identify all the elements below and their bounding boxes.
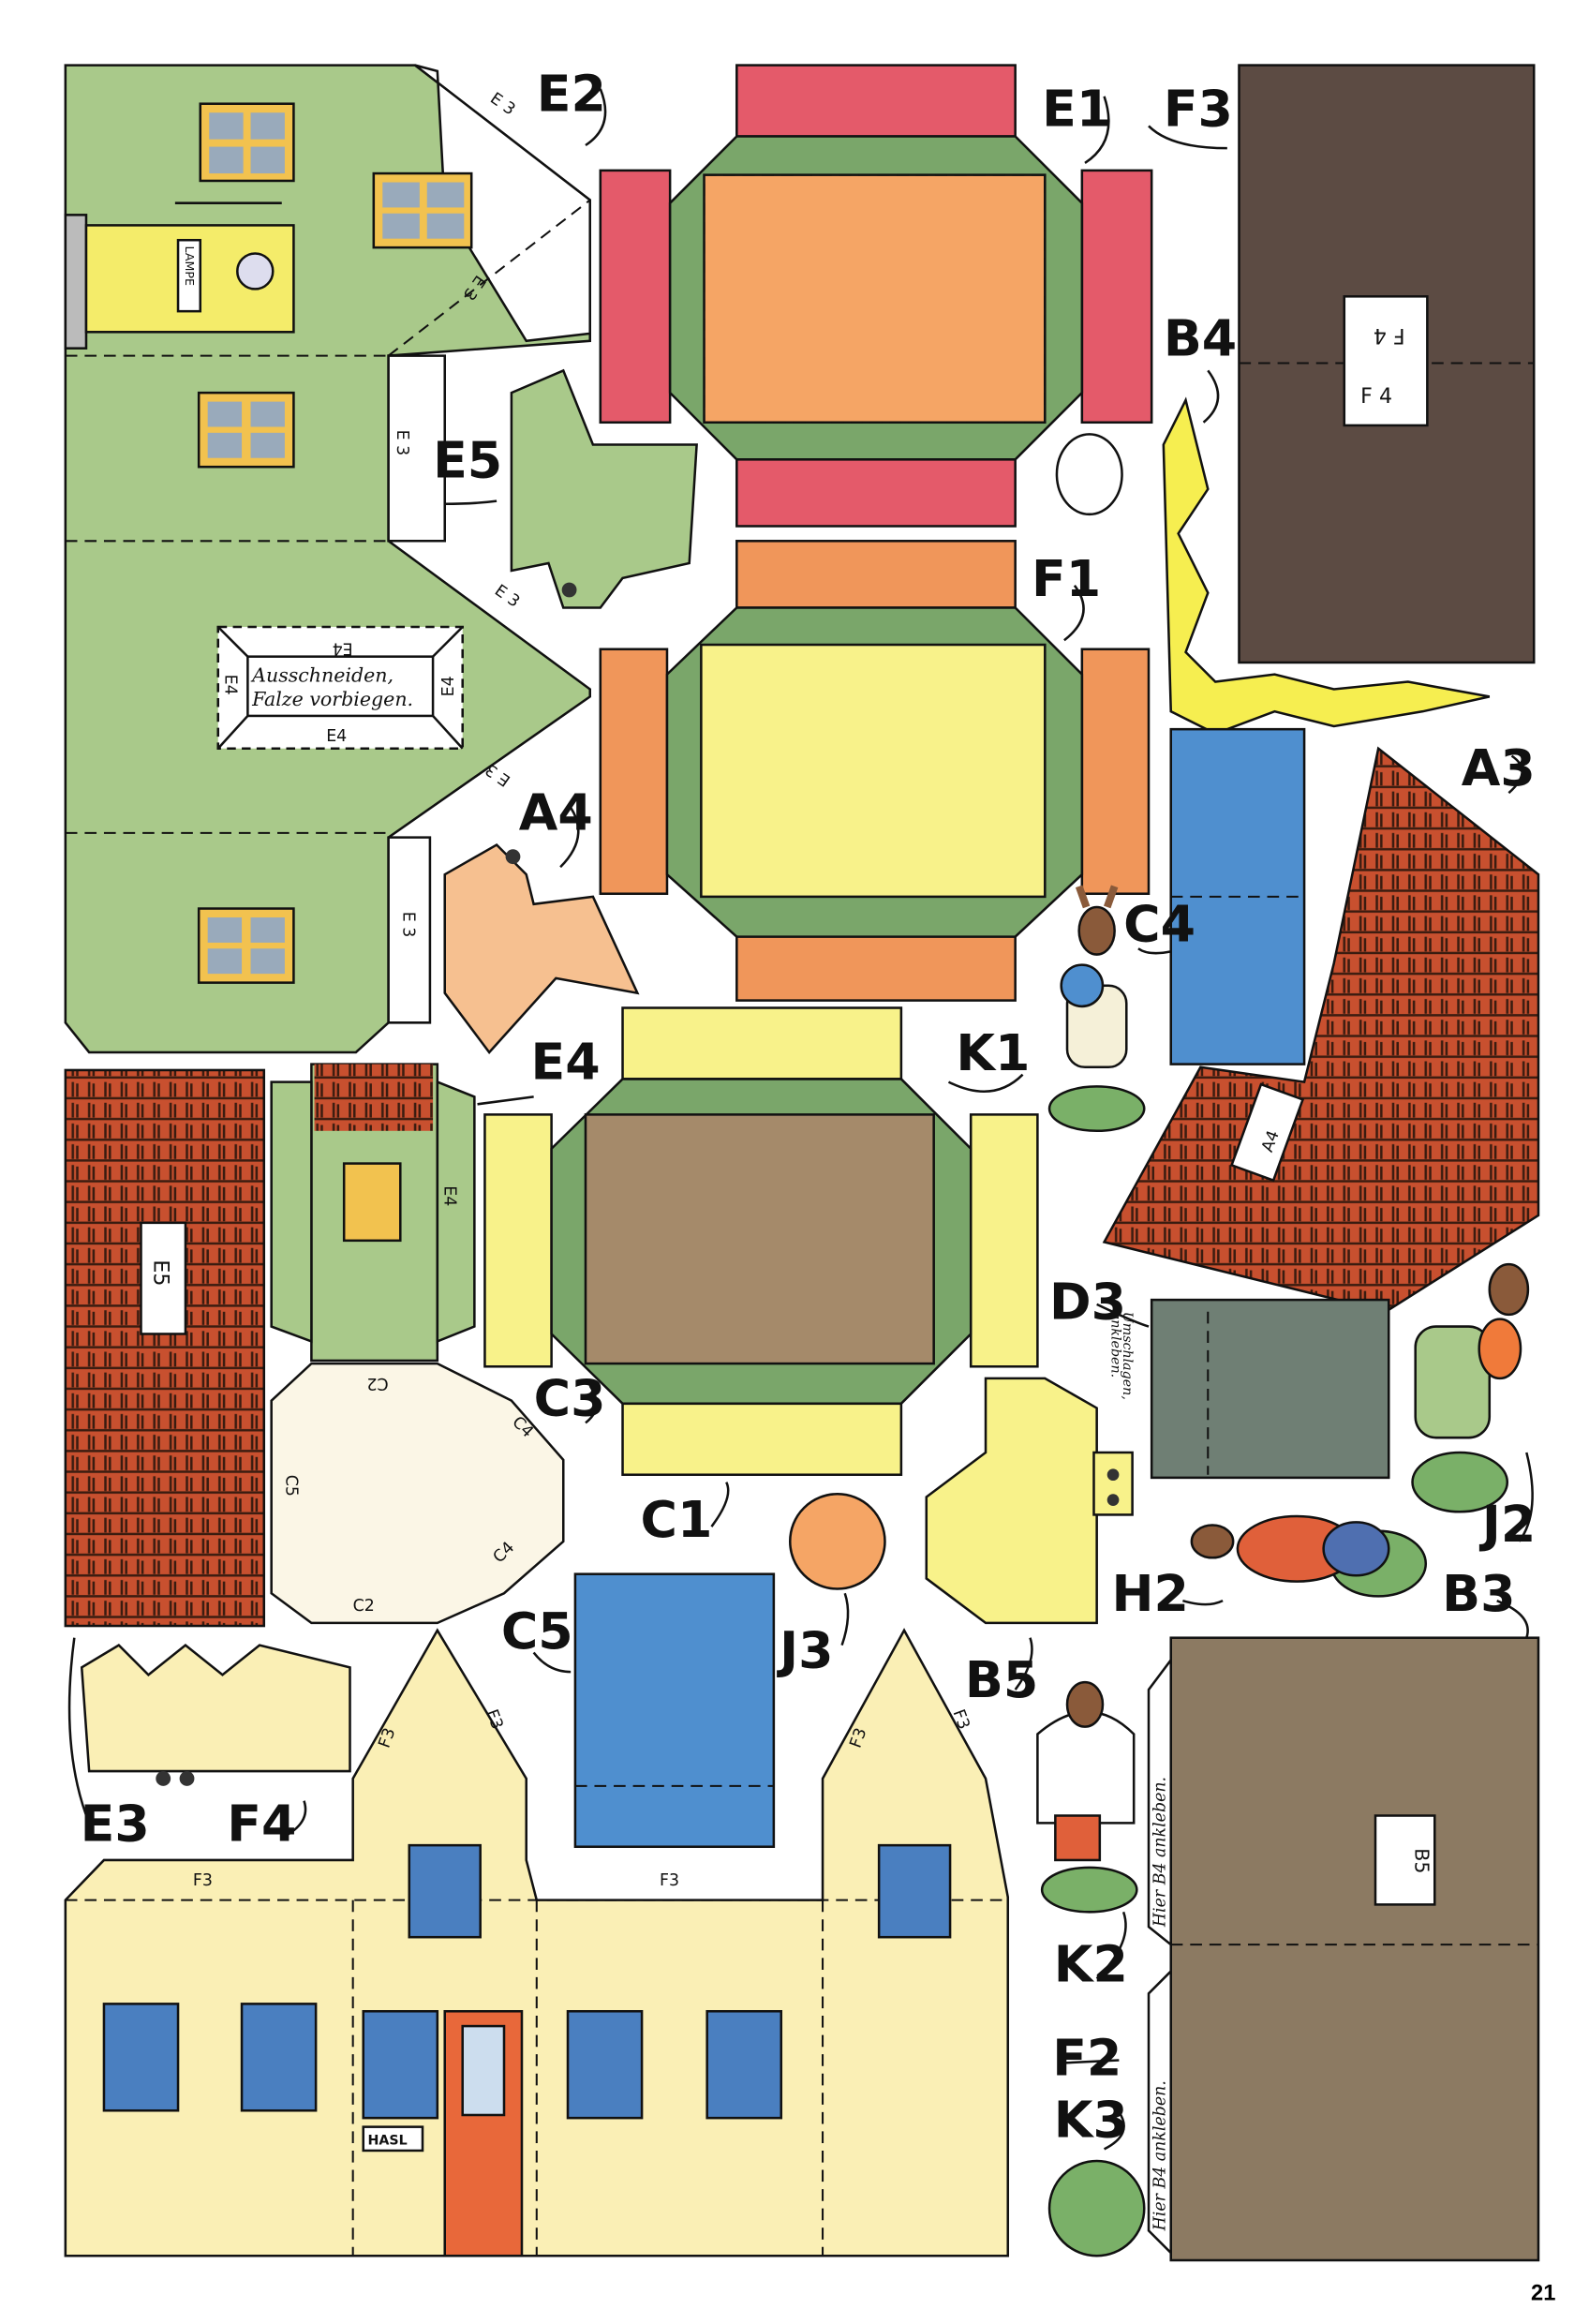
svg-text:E4: E4	[440, 1185, 459, 1206]
part-label-b5: B5	[965, 1650, 1038, 1709]
part-label-a4: A4	[519, 783, 593, 842]
arrows	[67, 88, 1534, 2151]
panel-d3: Umschlagen, ankleben.	[1107, 1298, 1390, 1480]
instruction-line-1: Ausschneiden,	[250, 664, 394, 687]
part-label-c1: C1	[641, 1490, 713, 1549]
window	[199, 102, 295, 183]
page-number: 21	[1531, 2282, 1555, 2306]
part-label-a3: A3	[1462, 738, 1536, 797]
glue-mark-f4: F 4	[1374, 323, 1405, 348]
roof-trim-b4	[1162, 396, 1491, 736]
piece-b5	[925, 1377, 1134, 1625]
disc-j3	[788, 1493, 886, 1590]
bunny-figure-k1	[1047, 885, 1146, 1133]
roof-a3	[1102, 746, 1540, 1314]
svg-text:C5: C5	[282, 1475, 301, 1497]
instruction-line-2: Falze vorbiegen.	[251, 688, 413, 710]
part-label-f2: F2	[1052, 2028, 1121, 2087]
wall-piece-c2: C2 C4 C5 C4 C2	[270, 1362, 565, 1625]
box-c1	[483, 1006, 1039, 1476]
glue-mark-e3: E 3	[491, 581, 523, 611]
part-label-b3: B3	[1442, 1564, 1515, 1623]
glue-mark-e4: E4	[221, 675, 240, 695]
svg-text:F3: F3	[660, 1871, 679, 1890]
part-label-f1: F1	[1032, 549, 1101, 608]
glue-mark-e3: E 3	[393, 430, 411, 456]
glue-label-a4: A4	[1229, 1082, 1305, 1183]
window	[197, 391, 295, 469]
part-label-k2: K2	[1054, 1935, 1128, 1994]
svg-text:F3: F3	[193, 1871, 213, 1890]
fold-glue-note-2: ankleben.	[1107, 1312, 1122, 1378]
glue-mark-e3: E 3	[398, 912, 417, 938]
roof-piece-e5	[510, 368, 698, 609]
box-e1	[599, 64, 1153, 528]
part-label-c4: C4	[1123, 894, 1195, 953]
brick-wall-e5: E5	[64, 1068, 266, 1628]
piece-f4	[80, 1643, 351, 1786]
glue-mark-e4: E4	[326, 727, 347, 746]
bunny-figure-k2	[1036, 1680, 1138, 1914]
lamp-sign: LAMPE	[183, 246, 197, 287]
disc-k3	[1047, 2159, 1146, 2257]
glue-mark-e4: E4	[439, 676, 458, 696]
part-label-c5: C5	[501, 1601, 573, 1661]
roof-b3: B5 Hier B4 ankleben. Hier B4 ankleben.	[1147, 1636, 1540, 2262]
fold-glue-note-1: Umschlagen,	[1120, 1312, 1135, 1400]
glue-mark-f4: F 4	[1360, 384, 1392, 409]
part-label-f4: F4	[227, 1794, 296, 1853]
part-labels: E2 E1 F3 B4 E5 A4 F1 A3 C4 K1 E4 D3 C3 C…	[81, 65, 1537, 2150]
part-label-b4: B4	[1164, 309, 1237, 368]
part-label-f3: F3	[1164, 79, 1233, 138]
bunny-figure-h2	[1190, 1514, 1428, 1598]
svg-text:E5: E5	[149, 1259, 173, 1286]
window	[197, 907, 295, 984]
part-label-e3: E3	[81, 1794, 150, 1853]
window	[372, 171, 473, 249]
part-label-k3: K3	[1054, 2091, 1128, 2150]
part-label-k1: K1	[956, 1023, 1030, 1082]
part-label-e4: E4	[530, 1032, 600, 1091]
part-label-e1: E1	[1042, 79, 1111, 138]
panel-c5	[573, 1572, 776, 1848]
part-label-c3: C3	[534, 1368, 606, 1427]
name-plate: HASL	[367, 2134, 407, 2149]
part-label-e2: E2	[537, 65, 606, 124]
svg-text:B5: B5	[1411, 1848, 1433, 1873]
part-label-d3: D3	[1049, 1273, 1126, 1332]
part-label-j3: J3	[776, 1620, 833, 1679]
glue-b4-note: Hier B4 ankleben.	[1151, 1777, 1169, 1928]
panel-c4	[1169, 727, 1306, 1065]
roof-piece-a4	[443, 842, 640, 1054]
part-label-j2: J2	[1478, 1495, 1536, 1554]
glue-b4-note: Hier B4 ankleben.	[1151, 2080, 1169, 2231]
roof-f3: F 4 F 4	[1238, 64, 1536, 664]
wall-piece-green: E4	[270, 1063, 476, 1363]
front-door	[443, 2010, 524, 2257]
door: LAMPE	[64, 201, 295, 350]
svg-text:C2: C2	[366, 1374, 388, 1393]
egg-icon	[1055, 433, 1123, 516]
part-label-e5: E5	[433, 430, 502, 489]
bunny-figure-j2	[1411, 1262, 1530, 1513]
yellow-house-wall-piece: F3 F3 F3 F3 F3 F3 HASL	[64, 1628, 1010, 2257]
svg-text:C2: C2	[353, 1597, 375, 1616]
part-label-h2: H2	[1111, 1564, 1188, 1623]
instruction-label: E4 E4 E4 E4 Ausschneiden, Falze vorbiege…	[216, 625, 464, 750]
glue-mark-e4: E4	[333, 638, 353, 657]
glue-mark-e3: E 3	[486, 89, 518, 119]
box-f1	[599, 540, 1151, 1002]
